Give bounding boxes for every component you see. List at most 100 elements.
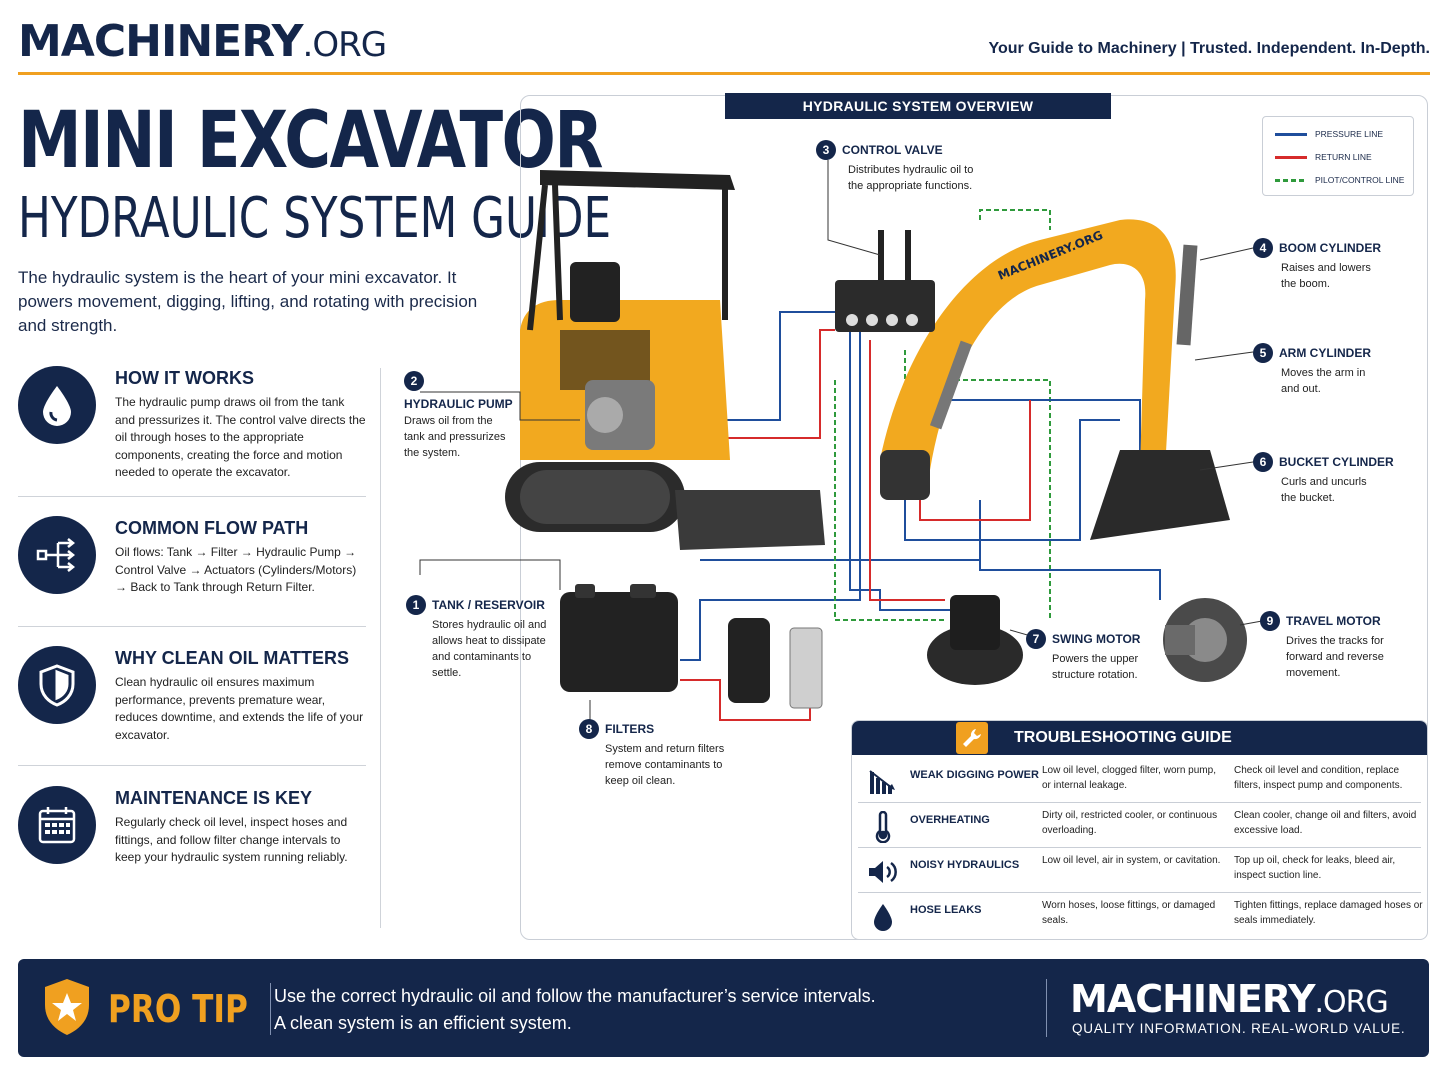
callout-number: 8 bbox=[579, 719, 599, 739]
divider bbox=[270, 983, 271, 1035]
troubleshooting-header: TROUBLESHOOTING GUIDE bbox=[852, 721, 1427, 755]
legend-label: PRESSURE LINE bbox=[1315, 129, 1384, 139]
header: MACHINERY.ORG Your Guide to Machinery | … bbox=[18, 12, 1430, 76]
legend-item-pressure: PRESSURE LINE bbox=[1275, 129, 1383, 139]
info-heading: WHY CLEAN OIL MATTERS bbox=[115, 648, 349, 668]
ts-cause: Low oil level, clogged filter, worn pump… bbox=[1042, 765, 1216, 791]
callout-text: System and return filters remove contami… bbox=[605, 743, 725, 787]
info-heading: MAINTENANCE IS KEY bbox=[115, 788, 313, 808]
divider bbox=[18, 626, 366, 627]
ts-problem: WEAK DIGGING POWER bbox=[910, 769, 1039, 781]
info-text: Clean hydraulic oil ensures maximum perf… bbox=[115, 675, 364, 742]
divider bbox=[858, 847, 1421, 848]
legend-swatch bbox=[1275, 132, 1307, 136]
ts-fix: Top up oil, check for leaks, bleed air, … bbox=[1234, 855, 1396, 881]
callout-title: HYDRAULIC PUMP bbox=[404, 397, 513, 411]
callout-hydraulic-pump: 2 HYDRAULIC PUMP Draws oil from the tank… bbox=[404, 371, 516, 461]
star-shield-icon bbox=[42, 977, 92, 1042]
callout-text: Curls and uncurls the bucket. bbox=[1281, 476, 1367, 504]
page-title: MINI EXCAVATOR bbox=[18, 96, 603, 186]
callout-number: 6 bbox=[1253, 452, 1273, 472]
legend-label: PILOT/CONTROL LINE bbox=[1315, 175, 1405, 185]
wrench-icon bbox=[956, 722, 988, 754]
info-item-maintenance: MAINTENANCE IS KEY Regularly check oil l… bbox=[18, 776, 368, 906]
callout-title: BOOM CYLINDER bbox=[1279, 241, 1381, 255]
callout-arm-cylinder: 5 ARM CYLINDER Moves the arm in and out. bbox=[1253, 343, 1413, 397]
speaker-icon bbox=[866, 855, 900, 889]
ts-problem: NOISY HYDRAULICS bbox=[910, 859, 1020, 871]
legend-label: RETURN LINE bbox=[1315, 152, 1372, 162]
callout-title: TRAVEL MOTOR bbox=[1286, 614, 1381, 628]
callout-text: Drives the tracks for forward and revers… bbox=[1286, 635, 1384, 679]
callout-bucket-cylinder: 6 BUCKET CYLINDER Curls and uncurls the b… bbox=[1253, 452, 1418, 506]
callout-number: 4 bbox=[1253, 238, 1273, 258]
column-divider bbox=[380, 368, 381, 928]
callout-text: Distributes hydraulic oil to the appropr… bbox=[848, 164, 974, 192]
page-subtitle: HYDRAULIC SYSTEM GUIDE bbox=[18, 186, 612, 251]
ts-row-weak-digging: WEAK DIGGING POWER Low oil level, clogge… bbox=[852, 759, 1427, 804]
ts-problem: HOSE LEAKS bbox=[910, 904, 982, 916]
callout-title: BUCKET CYLINDER bbox=[1279, 455, 1394, 469]
diagram-legend: PRESSURE LINE RETURN LINE PILOT/CONTROL … bbox=[1262, 116, 1414, 196]
calendar-icon bbox=[18, 786, 96, 864]
info-item-how-it-works: HOW IT WORKS The hydraulic pump draws oi… bbox=[18, 356, 368, 486]
legend-item-return: RETURN LINE bbox=[1275, 152, 1372, 162]
callout-number: 5 bbox=[1253, 343, 1273, 363]
ts-fix: Tighten fittings, replace damaged hoses … bbox=[1234, 900, 1423, 926]
callout-swing-motor: 7 SWING MOTOR Powers the upper structure … bbox=[1026, 629, 1156, 683]
callout-title: SWING MOTOR bbox=[1052, 632, 1141, 646]
callout-text: Moves the arm in and out. bbox=[1281, 367, 1366, 395]
flow-path-icon bbox=[18, 516, 96, 594]
ts-row-hose-leaks: HOSE LEAKS Worn hoses, loose fittings, o… bbox=[852, 894, 1427, 939]
info-text: Oil flows: Tank → Filter → Hydraulic Pum… bbox=[115, 545, 357, 594]
ts-row-noisy: NOISY HYDRAULICS Low oil level, air in s… bbox=[852, 849, 1427, 894]
oil-drop-icon bbox=[18, 366, 96, 444]
brand-org: .ORG bbox=[302, 25, 388, 65]
footer-brand-org: .ORG bbox=[1314, 985, 1389, 1020]
ts-cause: Low oil level, air in system, or cavitat… bbox=[1042, 855, 1221, 866]
footer-brand-logo[interactable]: MACHINERY.ORG bbox=[1070, 977, 1389, 1021]
ts-fix: Clean cooler, change oil and filters, av… bbox=[1234, 810, 1417, 836]
legend-item-pilot: PILOT/CONTROL LINE bbox=[1275, 175, 1404, 185]
pro-tip-text: Use the correct hydraulic oil and follow… bbox=[274, 983, 894, 1037]
callout-title: CONTROL VALVE bbox=[842, 143, 943, 157]
bar-chart-down-icon bbox=[866, 765, 900, 799]
brand-main: MACHINERY bbox=[18, 16, 304, 67]
ts-row-overheating: OVERHEATING Dirty oil, restricted cooler… bbox=[852, 804, 1427, 849]
callout-control-valve: 3 CONTROL VALVE Distributes hydraulic oil… bbox=[816, 140, 976, 194]
footer-banner: PRO TIP Use the correct hydraulic oil an… bbox=[18, 959, 1429, 1057]
info-text: Regularly check oil level, inspect hoses… bbox=[115, 815, 348, 864]
callout-title: ARM CYLINDER bbox=[1279, 346, 1371, 360]
callout-number: 9 bbox=[1260, 611, 1280, 631]
diagram-title: HYDRAULIC SYSTEM OVERVIEW bbox=[725, 93, 1111, 119]
brand-logo[interactable]: MACHINERY.ORG bbox=[18, 16, 388, 67]
oil-drop-icon bbox=[866, 900, 900, 934]
info-heading: COMMON FLOW PATH bbox=[115, 518, 309, 538]
divider bbox=[18, 765, 366, 766]
callout-filters: 8 FILTERS System and return filters remov… bbox=[579, 719, 749, 789]
callout-text: Draws oil from the tank and pressurizes … bbox=[404, 415, 506, 459]
info-item-flow-path: COMMON FLOW PATH Oil flows: Tank → Filte… bbox=[18, 506, 368, 636]
ts-cause: Dirty oil, restricted cooler, or continu… bbox=[1042, 810, 1218, 836]
callout-number: 2 bbox=[404, 371, 424, 391]
pro-tip-label: PRO TIP bbox=[108, 987, 248, 1031]
pro-tip-line1: Use the correct hydraulic oil and follow… bbox=[274, 986, 876, 1006]
ts-cause: Worn hoses, loose fittings, or damaged s… bbox=[1042, 900, 1216, 926]
callout-number: 7 bbox=[1026, 629, 1046, 649]
callout-title: FILTERS bbox=[605, 722, 655, 736]
troubleshooting-title: TROUBLESHOOTING GUIDE bbox=[1014, 729, 1232, 746]
callout-boom-cylinder: 4 BOOM CYLINDER Raises and lowers the boo… bbox=[1253, 238, 1413, 292]
info-heading: HOW IT WORKS bbox=[115, 368, 254, 388]
shield-icon bbox=[18, 646, 96, 724]
callout-number: 3 bbox=[816, 140, 836, 160]
callout-travel-motor: 9 TRAVEL MOTOR Drives the tracks for forw… bbox=[1260, 611, 1410, 681]
pro-tip-line2: A clean system is an efficient system. bbox=[274, 1013, 572, 1033]
legend-swatch bbox=[1275, 155, 1307, 159]
ts-fix: Check oil level and condition, replace f… bbox=[1234, 765, 1403, 791]
callout-text: Powers the upper structure rotation. bbox=[1052, 653, 1139, 681]
callout-text: Raises and lowers the boom. bbox=[1281, 262, 1371, 290]
header-divider bbox=[18, 72, 1430, 75]
divider bbox=[858, 802, 1421, 803]
footer-brand-main: MACHINERY bbox=[1070, 977, 1316, 1021]
